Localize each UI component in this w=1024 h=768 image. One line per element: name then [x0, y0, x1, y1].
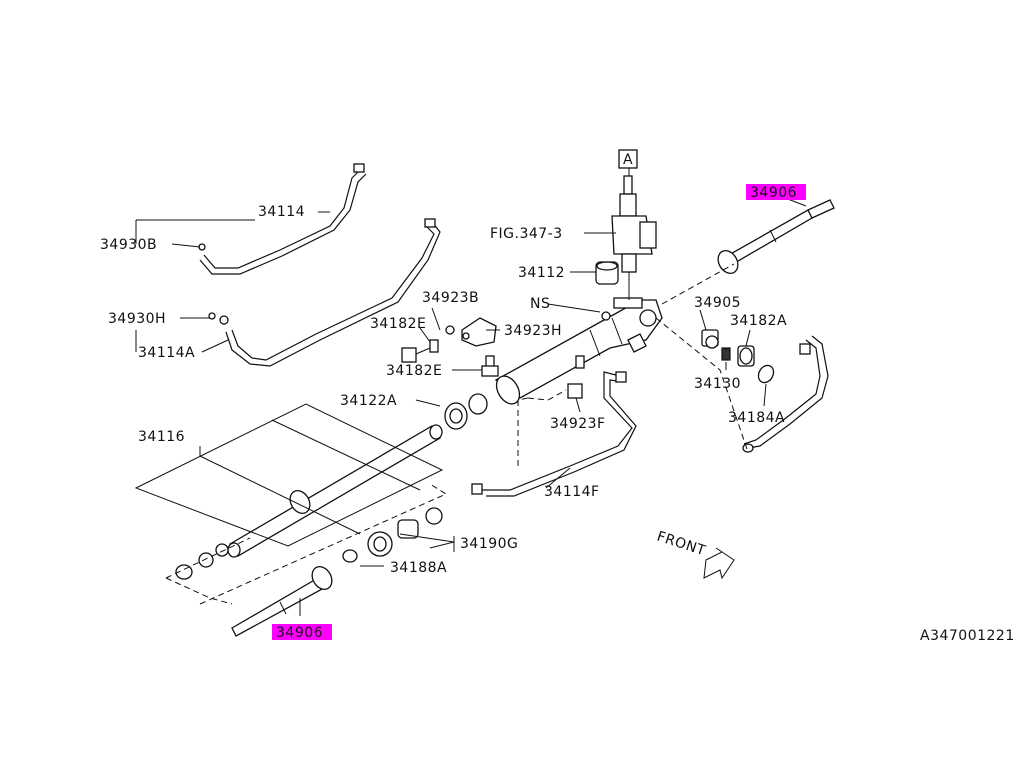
highlight-34906-top: [746, 184, 806, 200]
seal-34190g[interactable]: [367, 507, 443, 557]
label-34182e-top[interactable]: 34182E: [370, 316, 426, 332]
label-34923b[interactable]: 34923B: [422, 290, 479, 306]
label-34906-top[interactable]: 34906: [750, 185, 797, 201]
rack-cover-plane: [134, 403, 444, 547]
steering-rack-housing-34110[interactable]: [492, 297, 663, 408]
bolt-34130[interactable]: [721, 347, 731, 361]
front-arrow-icon: [703, 547, 735, 580]
label-diagram-code: A347001221: [920, 628, 1015, 644]
label-ns[interactable]: NS: [530, 296, 550, 312]
label-34923f[interactable]: 34923F: [550, 416, 606, 432]
label-34184a[interactable]: 34184A: [728, 410, 785, 426]
bushing-34112[interactable]: [595, 261, 619, 285]
washer-34188a[interactable]: [342, 549, 358, 563]
ring-34184a[interactable]: [755, 363, 776, 386]
o-rings-left[interactable]: [175, 543, 229, 580]
label-34130[interactable]: 34130: [694, 376, 741, 392]
clamp-34923f[interactable]: [567, 355, 585, 399]
leader-lines: [135, 168, 807, 616]
callout-a-box: [618, 149, 638, 169]
boot-34182a[interactable]: [737, 345, 755, 367]
label-34906-bottom[interactable]: 34906: [276, 625, 323, 641]
tie-rod-34906-bottom[interactable]: [231, 563, 336, 637]
highlight-34906-bottom: [272, 624, 332, 640]
valve-assembly[interactable]: [611, 175, 657, 300]
label-34114[interactable]: 34114: [258, 204, 305, 220]
label-34114a[interactable]: 34114A: [138, 345, 195, 361]
label-34190g[interactable]: 34190G: [460, 536, 518, 552]
dashed-guides: [165, 263, 749, 605]
label-front: FRONT: [655, 529, 708, 560]
nut-34905[interactable]: [701, 329, 719, 349]
label-34182e-bottom[interactable]: 34182E: [386, 363, 442, 379]
tie-rod-34906-top[interactable]: [714, 199, 835, 277]
label-34188a[interactable]: 34188A: [390, 560, 447, 576]
label-34930h[interactable]: 34930H: [108, 311, 166, 327]
label-fig-347-3[interactable]: FIG.347-3: [490, 226, 563, 242]
pipe-34114[interactable]: [198, 163, 367, 275]
label-34905[interactable]: 34905: [694, 295, 741, 311]
label-34114f[interactable]: 34114F: [544, 484, 600, 500]
label-34122a[interactable]: 34122A: [340, 393, 397, 409]
label-34112[interactable]: 34112: [518, 265, 565, 281]
bolt-34182e-lower[interactable]: [481, 355, 499, 377]
pipe-right[interactable]: [742, 335, 829, 453]
pipe-34114a[interactable]: [208, 218, 441, 367]
label-34923h[interactable]: 34923H: [504, 323, 562, 339]
label-34182a[interactable]: 34182A: [730, 313, 787, 329]
label-34930b[interactable]: 34930B: [100, 237, 157, 253]
seal-34122a[interactable]: [444, 393, 488, 430]
clamp-34923h[interactable]: [445, 317, 497, 347]
pipe-34114f[interactable]: [471, 371, 637, 497]
label-callout-a: A: [623, 152, 633, 168]
bolt-34182e-upper[interactable]: [401, 339, 439, 363]
label-34116[interactable]: 34116: [138, 429, 185, 445]
rack-bar-34116[interactable]: [227, 424, 443, 558]
